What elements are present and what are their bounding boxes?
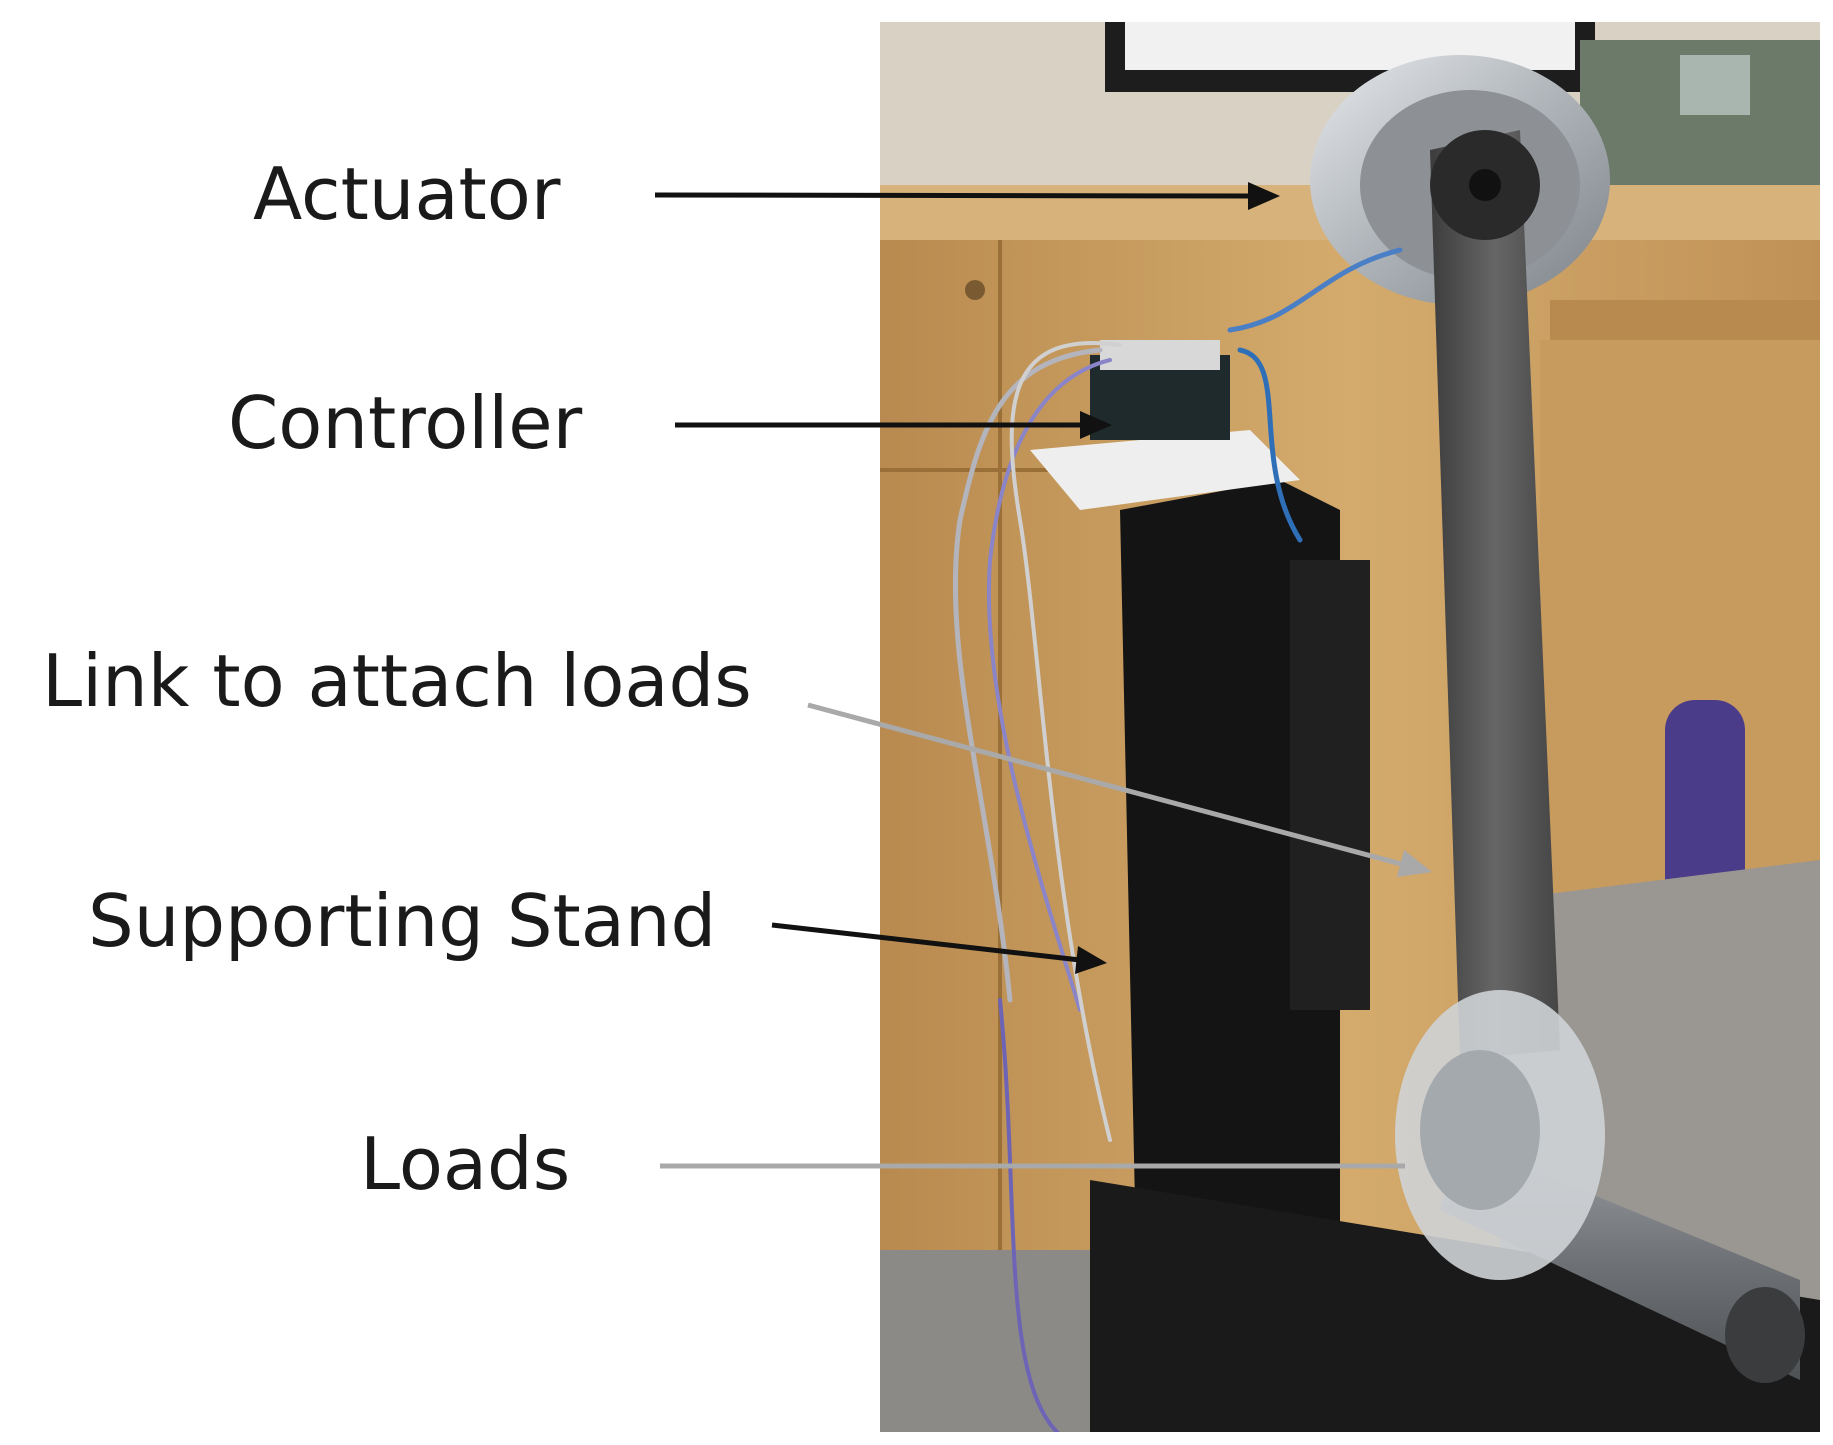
arrow-icon-stand: [771, 922, 1107, 974]
bottle: [1665, 700, 1745, 910]
label-actuator: Actuator: [253, 152, 561, 236]
label-supporting-stand: Supporting Stand: [88, 879, 717, 963]
supporting-stand: [1090, 480, 1820, 1432]
loads: [1395, 990, 1805, 1383]
test-rig-photo: [880, 22, 1820, 1432]
arrow-icon-controller: [675, 411, 1112, 439]
annotation-arrows: [654, 182, 1432, 1169]
arrow-icon-link: [807, 702, 1432, 877]
controller-platform: [1030, 430, 1300, 510]
arrow-icon-actuator: [654, 182, 1280, 210]
load-link: [1430, 130, 1560, 1060]
wires: [952, 247, 1403, 1432]
label-loads: Loads: [360, 1122, 571, 1206]
label-controller: Controller: [228, 381, 583, 465]
label-link-to-attach-loads: Link to attach loads: [42, 639, 752, 723]
